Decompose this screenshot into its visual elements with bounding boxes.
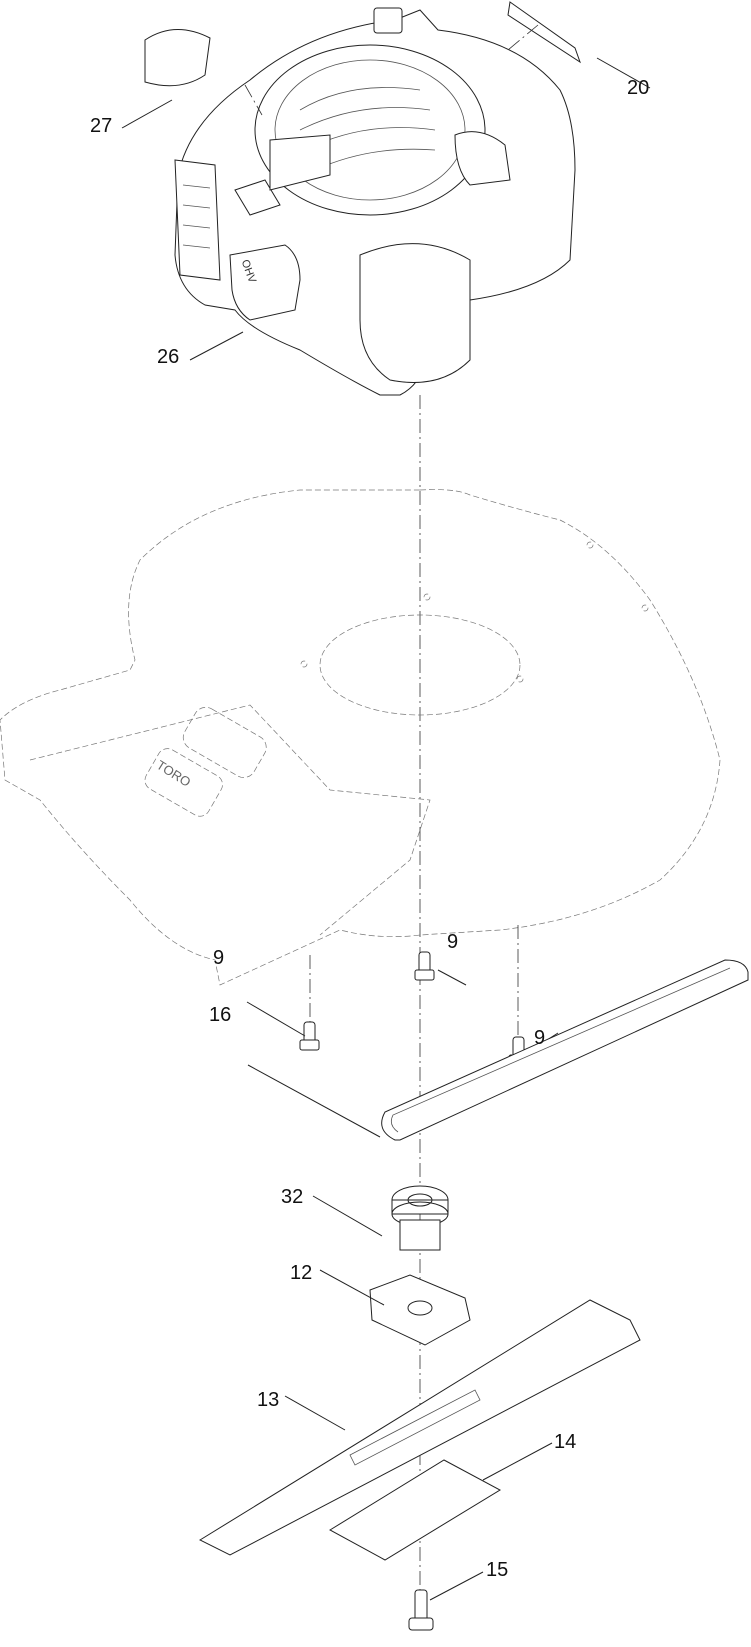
callout-9-center: 9 <box>447 931 459 953</box>
callout-15: 15 <box>486 1559 509 1581</box>
bolt-left <box>299 1021 320 1051</box>
belt <box>381 959 749 1141</box>
pulley <box>391 1185 449 1251</box>
callout-32: 32 <box>281 1186 304 1208</box>
decal-left <box>144 29 211 87</box>
callout-13: 13 <box>257 1389 280 1411</box>
engine <box>174 7 576 396</box>
stiffener <box>329 1459 502 1561</box>
callout-20: 20 <box>627 77 650 99</box>
decal-right <box>507 1 581 64</box>
callout-27: 27 <box>90 115 113 137</box>
callout-14: 14 <box>554 1431 577 1453</box>
callout-9-left: 9 <box>213 947 225 969</box>
blade-bolt <box>408 1589 434 1631</box>
callout-9-right: 9 <box>534 1027 546 1049</box>
mower-deck <box>0 489 721 986</box>
bolt-center <box>414 951 435 981</box>
callout-16: 16 <box>209 1004 232 1026</box>
blade <box>198 1299 641 1556</box>
callout-12: 12 <box>290 1262 313 1284</box>
callout-26: 26 <box>157 346 180 368</box>
blade-adapter <box>369 1274 471 1346</box>
